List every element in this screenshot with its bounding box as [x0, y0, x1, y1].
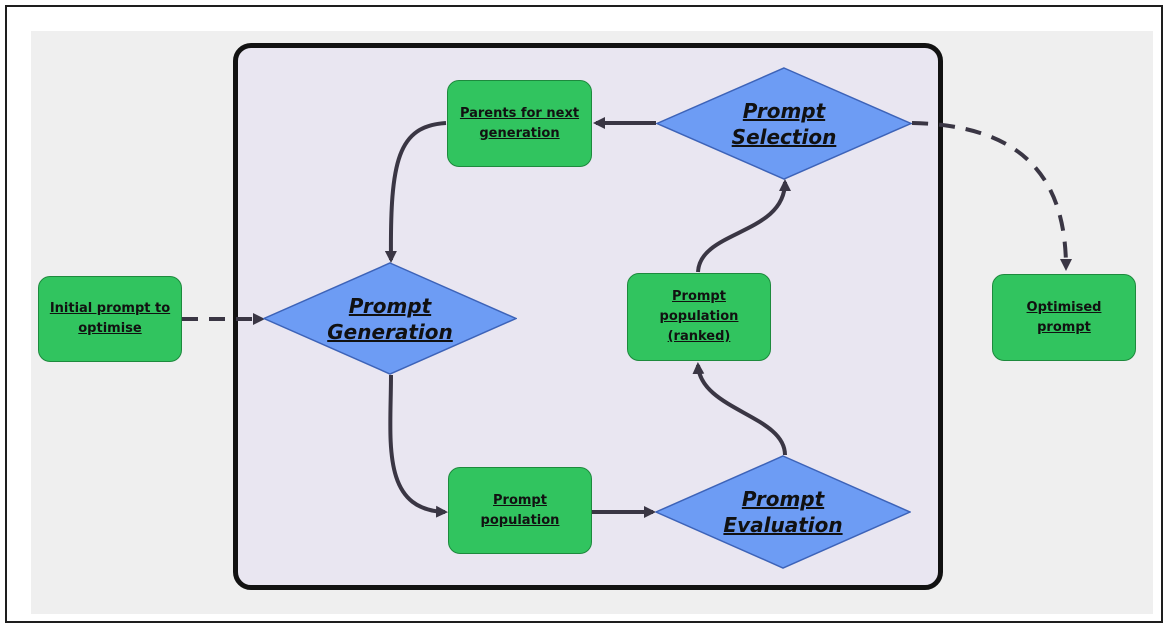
prompt-population-label: Prompt population	[480, 492, 560, 528]
prompt-population-ranked-box[interactable]: Prompt population (ranked)	[627, 273, 771, 361]
prompt-generation-diamond[interactable]: Prompt Generation	[263, 262, 517, 375]
prompt-selection-diamond[interactable]: Prompt Selection	[656, 67, 912, 180]
prompt-generation-label: Prompt Generation	[327, 293, 453, 344]
arrow-selection-to-optimised	[911, 121, 1072, 271]
prompt-evaluation-label: Prompt Evaluation	[723, 487, 843, 537]
prompt-selection-shape	[656, 67, 912, 180]
prompt-population-ranked-label: Prompt population (ranked)	[659, 289, 739, 344]
parents-box[interactable]: Parents for next generation	[447, 80, 592, 167]
arrow-ranked-to-selection	[696, 179, 791, 273]
parents-label: Parents for next generation	[459, 105, 580, 141]
prompt-evaluation-diamond[interactable]: Prompt Evaluation	[655, 455, 911, 569]
arrow-evaluation-to-ranked	[692, 362, 787, 456]
arrow-generation-to-population	[388, 374, 448, 518]
prompt-selection-label: Prompt Selection	[731, 98, 837, 149]
prompt-generation-shape	[263, 262, 517, 375]
optimised-prompt-box[interactable]: Optimised prompt	[992, 274, 1136, 361]
initial-prompt-label: Initial prompt to optimise	[49, 301, 171, 336]
prompt-population-box[interactable]: Prompt population	[448, 467, 592, 554]
arrow-parents-to-generation	[384, 121, 447, 263]
prompt-evaluation-shape	[655, 455, 911, 569]
initial-prompt-box[interactable]: Initial prompt to optimise	[38, 276, 182, 362]
optimised-prompt-label: Optimised prompt	[1026, 299, 1102, 335]
